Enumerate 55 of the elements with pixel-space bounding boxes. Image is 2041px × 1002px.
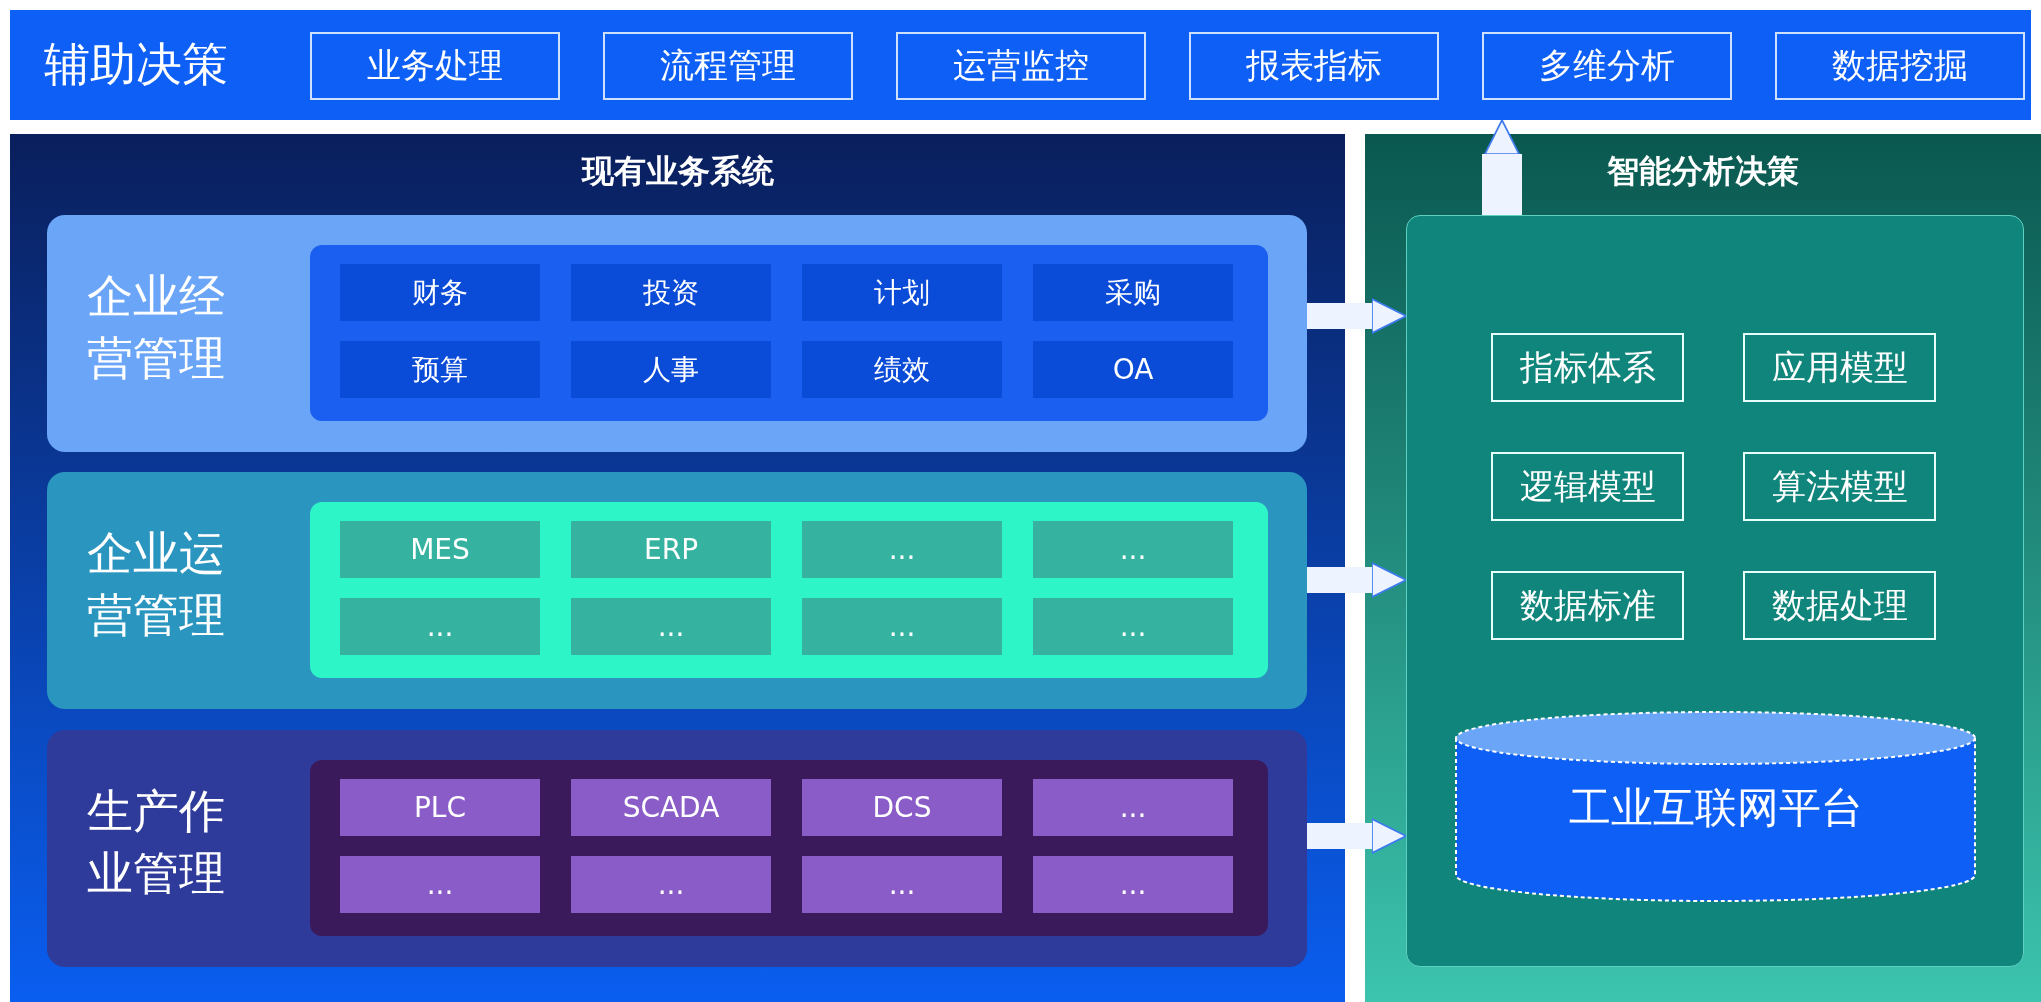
block-arrow [1307,562,1407,598]
module-tile: 采购 [1033,264,1233,321]
model-box: 逻辑模型 [1491,452,1684,521]
bar-title: 辅助决策 [44,36,228,93]
module-tile: ... [340,598,540,655]
layer-band [47,472,1307,709]
module-tile: ERP [571,521,771,578]
block-arrow [1482,119,1522,215]
module-tile: ... [1033,779,1233,836]
model-box: 数据处理 [1743,571,1936,640]
function-box: 报表指标 [1189,32,1439,100]
module-tile: PLC [340,779,540,836]
module-tile: ... [571,598,771,655]
block-arrow [1307,818,1407,854]
module-tile: ... [802,598,1002,655]
module-tile: 预算 [340,341,540,398]
function-box: 多维分析 [1482,32,1732,100]
module-tile: MES [340,521,540,578]
layer-band [47,215,1307,452]
function-box: 数据挖掘 [1775,32,2025,100]
module-tile: ... [802,856,1002,913]
module-tile: ... [340,856,540,913]
module-tile: SCADA [571,779,771,836]
layer-title: 企业运营管理 [87,525,226,644]
module-tile: 人事 [571,341,771,398]
module-tile: 计划 [802,264,1002,321]
section-title: 智能分析决策 [1606,151,1800,192]
module-tile: 投资 [571,264,771,321]
module-tile: ... [1033,598,1233,655]
analysis-panel [1365,134,2041,1002]
section-title: 现有业务系统 [580,151,775,192]
module-tile: 绩效 [802,341,1002,398]
module-tile: ... [802,521,1002,578]
layer-band [47,730,1307,967]
module-tile: ... [1033,856,1233,913]
module-tile: ... [1033,521,1233,578]
block-arrow [1307,298,1407,334]
layer-title: 企业经营管理 [87,268,226,387]
model-box: 数据标准 [1491,571,1684,640]
function-box: 业务处理 [310,32,560,100]
model-box: 应用模型 [1743,333,1936,402]
decision-support-bar [10,10,2031,120]
module-tile: DCS [802,779,1002,836]
module-tile: ... [571,856,771,913]
model-box: 算法模型 [1743,452,1936,521]
systems-panel [10,134,1345,1002]
function-box: 运营监控 [896,32,1146,100]
model-box: 指标体系 [1491,333,1684,402]
platform-cylinder [1454,710,1977,903]
platform-label: 工业互联网平台 [1567,782,1864,834]
platform-panel [1406,215,2024,967]
module-tile: OA [1033,341,1233,398]
module-tile: 财务 [340,264,540,321]
layer-title: 生产作业管理 [87,783,226,902]
function-box: 流程管理 [603,32,853,100]
